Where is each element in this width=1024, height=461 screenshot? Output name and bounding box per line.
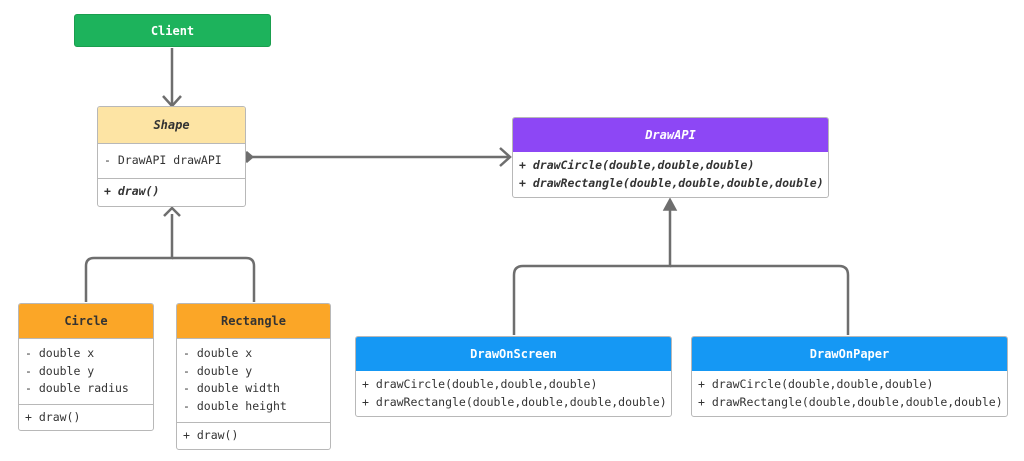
drawonpaper-name: DrawOnPaper [809, 346, 890, 361]
circle-attribute: - double x [25, 346, 95, 360]
circle-attributes: - double x - double y - double radius [19, 339, 153, 405]
drawonscreen-methods: + drawCircle(double,double,double) + dra… [356, 371, 671, 416]
rectangle-class-name: Rectangle [220, 314, 287, 328]
drawonscreen-name: DrawOnScreen [470, 346, 557, 361]
rectangle-attribute: - double y [183, 363, 253, 378]
circle-class[interactable]: Circle - double x - double y - double ra… [18, 303, 154, 431]
client-node[interactable]: Client [74, 14, 271, 47]
client-label: Client [150, 23, 195, 38]
circle-attribute: - double y [25, 363, 95, 378]
drawonscreen-method: + drawRectangle(double,double,double,dou… [362, 394, 667, 409]
circle-to-shape-edge [84, 214, 174, 302]
drawonscreen-to-drawapi-edge [512, 210, 672, 335]
drawonpaper-class[interactable]: DrawOnPaper + drawCircle(double,double,d… [691, 336, 1008, 417]
drawapi-name: DrawAPI [645, 127, 696, 142]
shape-class-header: Shape [98, 107, 245, 144]
drawapi-methods: + drawCircle(double,double,double) + dra… [513, 152, 828, 197]
shape-attributes: - DrawAPI drawAPI [98, 144, 245, 179]
drawapi-interface[interactable]: DrawAPI + drawCircle(double,double,doubl… [512, 117, 829, 198]
drawonpaper-methods: + drawCircle(double,double,double) + dra… [692, 371, 1007, 416]
drawonpaper-method: + drawRectangle(double,double,double,dou… [698, 394, 1003, 409]
drawapi-implementation-arrowhead [662, 197, 678, 211]
circle-class-name: Circle [64, 314, 108, 328]
shape-inheritance-arrowhead [163, 206, 181, 217]
drawonscreen-method: + drawCircle(double,double,double) [362, 377, 598, 391]
shape-attribute: - DrawAPI drawAPI [104, 153, 222, 167]
drawonscreen-class[interactable]: DrawOnScreen + drawCircle(double,double,… [355, 336, 672, 417]
rectangle-attribute: - double height [183, 398, 287, 413]
shape-methods: + draw() [98, 179, 245, 206]
drawonpaper-to-drawapi-edge [670, 264, 850, 335]
rectangle-attributes: - double x - double y - double width - d… [177, 339, 330, 423]
rectangle-attribute: - double x [183, 346, 253, 360]
rectangle-class[interactable]: Rectangle - double x - double y - double… [176, 303, 331, 450]
circle-methods: + draw() [19, 405, 153, 432]
shape-method: + draw() [104, 184, 160, 198]
circle-method: + draw() [25, 410, 81, 424]
rectangle-method: + draw() [183, 428, 239, 442]
rectangle-methods: + draw() [177, 423, 330, 450]
drawapi-method: + drawRectangle(double,double,double,dou… [519, 175, 824, 190]
rectangle-class-header: Rectangle [177, 304, 330, 339]
drawapi-header: DrawAPI [513, 118, 828, 152]
shape-to-drawapi-arrowhead [499, 147, 512, 167]
shape-class-name: Shape [153, 118, 190, 132]
rectangle-to-shape-edge [172, 256, 256, 302]
shape-class[interactable]: Shape - DrawAPI drawAPI + draw() [97, 106, 246, 207]
drawapi-method: + drawCircle(double,double,double) [519, 158, 755, 172]
drawonpaper-header: DrawOnPaper [692, 337, 1007, 371]
drawonpaper-method: + drawCircle(double,double,double) [698, 377, 934, 391]
drawonscreen-header: DrawOnScreen [356, 337, 671, 371]
circle-class-header: Circle [19, 304, 153, 339]
rectangle-attribute: - double width [183, 381, 280, 395]
circle-attribute: - double radius [25, 381, 129, 395]
